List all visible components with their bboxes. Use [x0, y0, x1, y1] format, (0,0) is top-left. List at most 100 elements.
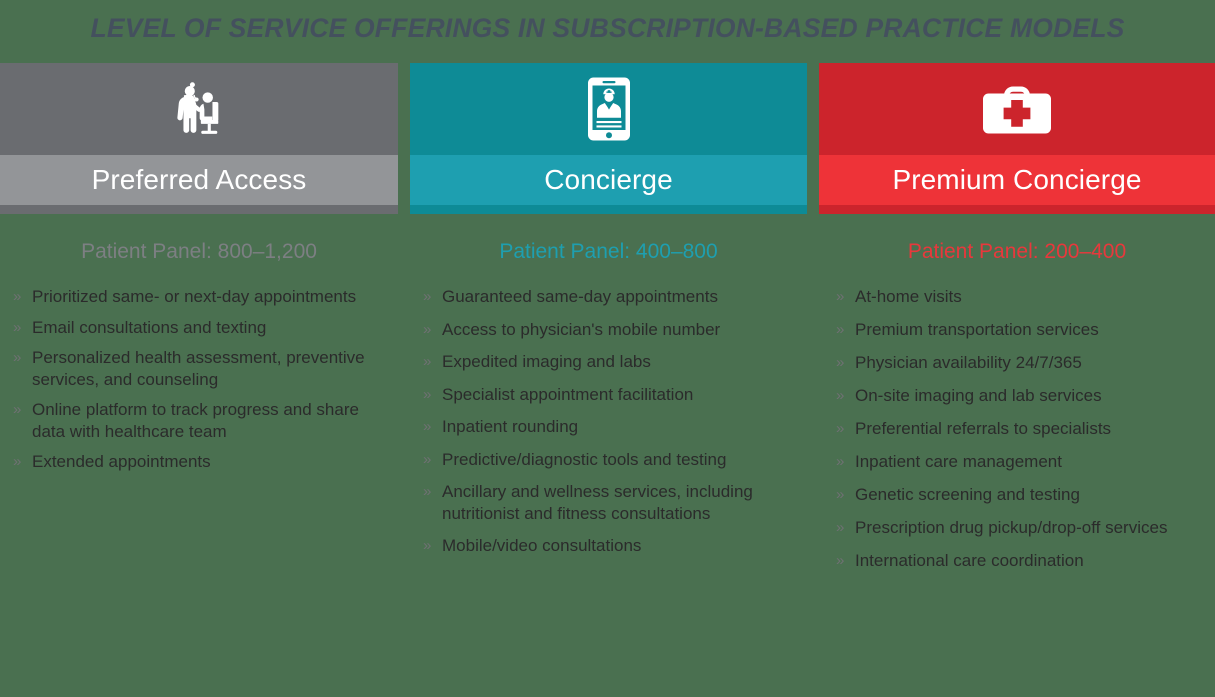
chevron-double-right-icon: »	[423, 288, 432, 305]
chevron-double-right-icon: »	[423, 320, 432, 338]
card-spacer	[398, 63, 410, 214]
card-spacer	[807, 63, 819, 214]
chevron-double-right-icon: »	[836, 519, 845, 536]
tier-card-row: Preferred Access	[0, 63, 1215, 214]
chevron-double-right-icon: »	[423, 450, 432, 468]
patient-panel-label: Patient Panel: 400–800	[499, 240, 718, 263]
column-spacer	[807, 214, 819, 697]
tier-label-band: Concierge	[410, 155, 807, 205]
feature-list: » At-home visits » Premium transportatio…	[819, 286, 1215, 583]
smartphone-telemedicine-icon	[586, 76, 632, 142]
list-item: » Mobile/video consultations	[414, 535, 791, 557]
list-item: » Premium transportation services	[827, 319, 1195, 341]
list-item-label: Physician availability 24/7/365	[855, 353, 1082, 372]
chevron-double-right-icon: »	[13, 288, 22, 305]
tier-column-premium-concierge: Patient Panel: 200–400 » At-home visits …	[819, 214, 1215, 697]
patient-panel-label: Patient Panel: 800–1,200	[81, 240, 317, 263]
tier-card-preferred-access[interactable]: Preferred Access	[0, 63, 398, 214]
list-item: » Personalized health assessment, preven…	[4, 347, 376, 390]
list-item: » Email consultations and texting	[4, 317, 376, 339]
list-item-label: Inpatient care management	[855, 452, 1062, 471]
chevron-double-right-icon: »	[423, 385, 432, 403]
chevron-double-right-icon: »	[13, 318, 22, 336]
tier-label-band: Premium Concierge	[819, 155, 1215, 205]
chevron-double-right-icon: »	[836, 453, 845, 470]
chevron-double-right-icon: »	[836, 354, 845, 371]
list-item: » Extended appointments	[4, 451, 376, 473]
list-item-label: Specialist appointment facilitation	[442, 384, 694, 404]
chevron-double-right-icon: »	[836, 420, 845, 437]
tier-icon-container	[0, 63, 398, 155]
list-item-label: Preferential referrals to specialists	[855, 419, 1112, 438]
tier-detail-columns: Patient Panel: 800–1,200 » Prioritized s…	[0, 214, 1215, 697]
list-item-label: Ancillary and wellness services, includi…	[442, 482, 753, 523]
infographic-header: LEVEL OF SERVICE OFFERINGS IN SUBSCRIPTI…	[0, 0, 1215, 56]
chevron-double-right-icon: »	[423, 537, 432, 554]
list-item-label: On-site imaging and lab services	[855, 386, 1102, 405]
list-item: » Online platform to track progress and …	[4, 399, 376, 442]
list-item: » Ancillary and wellness services, inclu…	[414, 481, 791, 524]
tier-label: Preferred Access	[91, 164, 307, 195]
list-item-label: International care coordination	[855, 551, 1084, 570]
first-aid-kit-icon	[977, 81, 1057, 137]
chevron-double-right-icon: »	[836, 387, 845, 404]
tier-card-concierge[interactable]: Concierge	[410, 63, 807, 214]
chevron-double-right-icon: »	[836, 321, 845, 338]
list-item: » Access to physician's mobile number	[414, 319, 791, 341]
list-item-label: Prioritized same- or next-day appointmen…	[32, 287, 357, 306]
list-item: » On-site imaging and lab services	[827, 385, 1195, 407]
tier-icon-container	[410, 63, 807, 155]
page-title: LEVEL OF SERVICE OFFERINGS IN SUBSCRIPTI…	[90, 12, 1125, 43]
list-item-label: Access to physician's mobile number	[442, 319, 721, 339]
list-item-label: Prescription drug pickup/drop-off servic…	[855, 518, 1168, 537]
list-item-label: Guaranteed same-day appointments	[442, 287, 718, 306]
chevron-double-right-icon: »	[13, 401, 22, 418]
list-item-label: Premium transportation services	[855, 320, 1099, 339]
chevron-double-right-icon: »	[423, 353, 432, 370]
doctor-examining-patient-icon	[168, 78, 230, 140]
patient-panel-label: Patient Panel: 200–400	[907, 240, 1127, 263]
list-item: » Genetic screening and testing	[827, 484, 1195, 506]
list-item-label: Expedited imaging and labs	[442, 352, 651, 371]
list-item: » Specialist appointment facilitation	[414, 384, 791, 406]
list-item-label: Email consultations and texting	[32, 317, 267, 337]
list-item-label: Personalized health assessment, preventi…	[32, 348, 365, 389]
list-item: » Guaranteed same-day appointments	[414, 286, 791, 308]
list-item-label: Online platform to track progress and sh…	[32, 400, 359, 441]
list-item-label: Mobile/video consultations	[442, 536, 642, 555]
list-item-label: At-home visits	[855, 287, 962, 306]
feature-list: » Prioritized same- or next-day appointm…	[0, 286, 398, 482]
chevron-double-right-icon: »	[423, 418, 432, 435]
list-item: » Inpatient care management	[827, 451, 1195, 473]
tier-card-foot	[819, 205, 1215, 214]
list-item: » Inpatient rounding	[414, 416, 791, 438]
feature-list: » Guaranteed same-day appointments » Acc…	[410, 286, 807, 568]
chevron-double-right-icon: »	[13, 349, 22, 366]
list-item-label: Predictive/diagnostic tools and testing	[442, 449, 727, 469]
list-item: » Expedited imaging and labs	[414, 351, 791, 373]
chevron-double-right-icon: »	[836, 552, 845, 569]
tier-card-foot	[0, 205, 398, 214]
tier-column-concierge: Patient Panel: 400–800 » Guaranteed same…	[410, 214, 807, 697]
list-item: » Preferential referrals to specialists	[827, 418, 1195, 440]
list-item: » At-home visits	[827, 286, 1195, 308]
list-item: » Prescription drug pickup/drop-off serv…	[827, 517, 1195, 539]
list-item: » Prioritized same- or next-day appointm…	[4, 286, 376, 308]
column-spacer	[398, 214, 410, 697]
list-item-label: Extended appointments	[32, 452, 211, 471]
tier-icon-container	[819, 63, 1215, 155]
chevron-double-right-icon: »	[13, 453, 22, 470]
tier-card-foot	[410, 205, 807, 214]
list-item: » International care coordination	[827, 550, 1195, 572]
list-item: » Predictive/diagnostic tools and testin…	[414, 449, 791, 471]
chevron-double-right-icon: »	[836, 486, 845, 503]
tier-label-band: Preferred Access	[0, 155, 398, 205]
list-item: » Physician availability 24/7/365	[827, 352, 1195, 374]
chevron-double-right-icon: »	[423, 483, 432, 500]
tier-label: Premium Concierge	[892, 164, 1142, 195]
tier-card-premium-concierge[interactable]: Premium Concierge	[819, 63, 1215, 214]
list-item-label: Inpatient rounding	[442, 417, 579, 436]
chevron-double-right-icon: »	[836, 288, 845, 305]
tier-column-preferred-access: Patient Panel: 800–1,200 » Prioritized s…	[0, 214, 398, 697]
list-item-label: Genetic screening and testing	[855, 485, 1080, 504]
